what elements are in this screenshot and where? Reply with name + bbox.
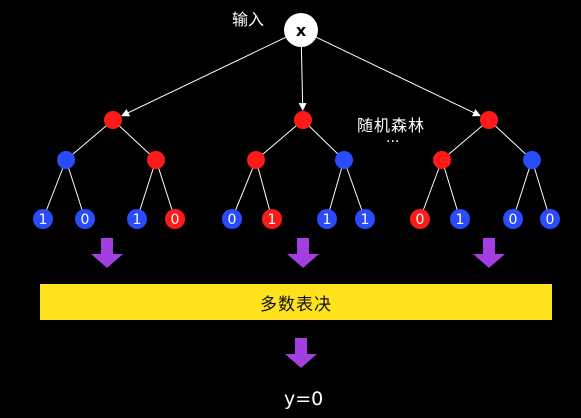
leaf-label: 0 [546, 212, 555, 228]
tree-edge [488, 119, 533, 161]
tree-root-node [480, 111, 498, 129]
tree-edge [255, 159, 273, 220]
leaf-label: 1 [39, 212, 48, 228]
leaf-label: 0 [228, 212, 237, 228]
leaf-label: 0 [416, 212, 425, 228]
tree-internal-node [147, 151, 165, 169]
tree-edge [302, 119, 345, 161]
input-node-label: x [296, 21, 307, 40]
tree-edge [441, 159, 461, 220]
tree-root-node [294, 111, 312, 129]
tree-internal-node [247, 151, 265, 169]
majority-vote-bar: 多数表决 [40, 284, 552, 320]
tree-leaf-node [222, 209, 242, 229]
tree-leaf-node [127, 209, 147, 229]
input-arrow [316, 36, 481, 117]
tree-edge [343, 159, 366, 220]
down-arrow-icon [285, 338, 317, 368]
leaf-label: 1 [456, 212, 465, 228]
tree-leaf-node [262, 209, 282, 229]
leaf-label: 0 [509, 212, 518, 228]
leaf-label: 0 [81, 212, 90, 228]
tree-nodes: 1 0 1 0 0 1 1 1 0 1 0 0 [33, 111, 560, 229]
leaf-label: 0 [171, 212, 180, 228]
tree-edges [42, 119, 551, 220]
tree-edge [255, 119, 304, 161]
input-arrow [121, 36, 286, 117]
tree-leaf-node [165, 209, 185, 229]
tree-internal-node [523, 151, 541, 169]
tree-edge [512, 159, 533, 220]
tree-internal-node [335, 151, 353, 169]
leaf-label: 1 [361, 212, 370, 228]
input-arrow [298, 46, 307, 112]
tree-edge [419, 159, 443, 220]
tree-internal-node [57, 151, 75, 169]
majority-vote-label: 多数表决 [260, 294, 332, 315]
down-arrow-icon [473, 238, 505, 268]
tree-leaf-node [503, 209, 523, 229]
input-arrows [121, 36, 481, 117]
tree-edge [65, 159, 86, 220]
tree-edge [531, 159, 551, 220]
tree-edge [65, 119, 114, 161]
tree-edge [136, 159, 157, 220]
input-caption: 输入 [232, 10, 265, 29]
tree-edge [326, 159, 345, 220]
tree-edge [112, 119, 157, 161]
vote-arrows [91, 238, 505, 368]
down-arrow-icon [287, 238, 319, 268]
tree-leaf-node [355, 209, 375, 229]
tree-edge [231, 159, 257, 220]
tree-edge [441, 119, 490, 161]
tree-leaf-node [75, 209, 95, 229]
input-node: x [284, 13, 318, 47]
tree-edge [42, 159, 67, 220]
down-arrow-icon [91, 238, 123, 268]
tree-edge [155, 159, 176, 220]
leaf-label: 1 [323, 212, 332, 228]
output-result: y=0 [284, 388, 324, 410]
leaf-label: 1 [133, 212, 142, 228]
random-forest-label: 随机森林 [357, 116, 426, 135]
tree-internal-node [433, 151, 451, 169]
more-trees-ellipsis: ... [386, 130, 400, 146]
tree-root-node [104, 111, 122, 129]
tree-leaf-node [450, 209, 470, 229]
tree-leaf-node [317, 209, 337, 229]
tree-leaf-node [410, 209, 430, 229]
tree-leaf-node [540, 209, 560, 229]
leaf-label: 1 [268, 212, 277, 228]
tree-leaf-node [33, 209, 53, 229]
